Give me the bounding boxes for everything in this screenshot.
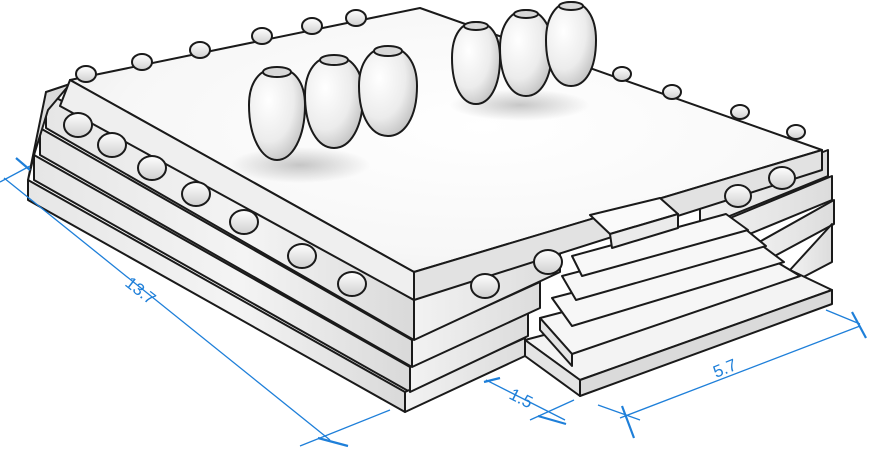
peg bbox=[131, 53, 153, 71]
peg bbox=[181, 181, 211, 207]
peg bbox=[662, 84, 682, 100]
peg bbox=[724, 184, 752, 208]
peg bbox=[786, 124, 806, 140]
front-pegs bbox=[63, 112, 796, 299]
vases bbox=[230, 1, 597, 183]
peg bbox=[97, 132, 127, 158]
peg bbox=[345, 9, 367, 27]
dimension-label-length: 13.7 bbox=[122, 273, 160, 308]
vase-shadow bbox=[230, 147, 370, 183]
dimension-label-step-depth: 1.5 bbox=[506, 385, 536, 413]
vase bbox=[545, 1, 597, 87]
vase bbox=[499, 9, 553, 97]
back-pegs bbox=[75, 9, 806, 140]
peg bbox=[287, 243, 317, 269]
stair-landing-block bbox=[609, 213, 679, 249]
peg bbox=[63, 112, 93, 138]
peg bbox=[470, 273, 500, 299]
peg bbox=[189, 41, 211, 59]
stair-step-1-side bbox=[579, 289, 833, 397]
stair-step-2-riser bbox=[539, 317, 573, 367]
peg bbox=[137, 155, 167, 181]
peg bbox=[301, 17, 323, 35]
vase bbox=[248, 66, 306, 161]
vase bbox=[451, 21, 501, 105]
peg bbox=[768, 166, 796, 190]
peg bbox=[75, 65, 97, 83]
peg bbox=[533, 249, 563, 275]
peg bbox=[612, 66, 632, 82]
dimension-step-depth: 1.5 bbox=[483, 376, 575, 426]
base-left-end bbox=[27, 83, 71, 181]
peg bbox=[229, 209, 259, 235]
dimension-label-stair-width: 5.7 bbox=[710, 355, 739, 381]
vase bbox=[358, 45, 418, 137]
peg bbox=[337, 271, 367, 297]
vase bbox=[304, 54, 364, 149]
peg bbox=[251, 27, 273, 45]
staircase bbox=[524, 197, 833, 397]
peg bbox=[730, 104, 750, 120]
